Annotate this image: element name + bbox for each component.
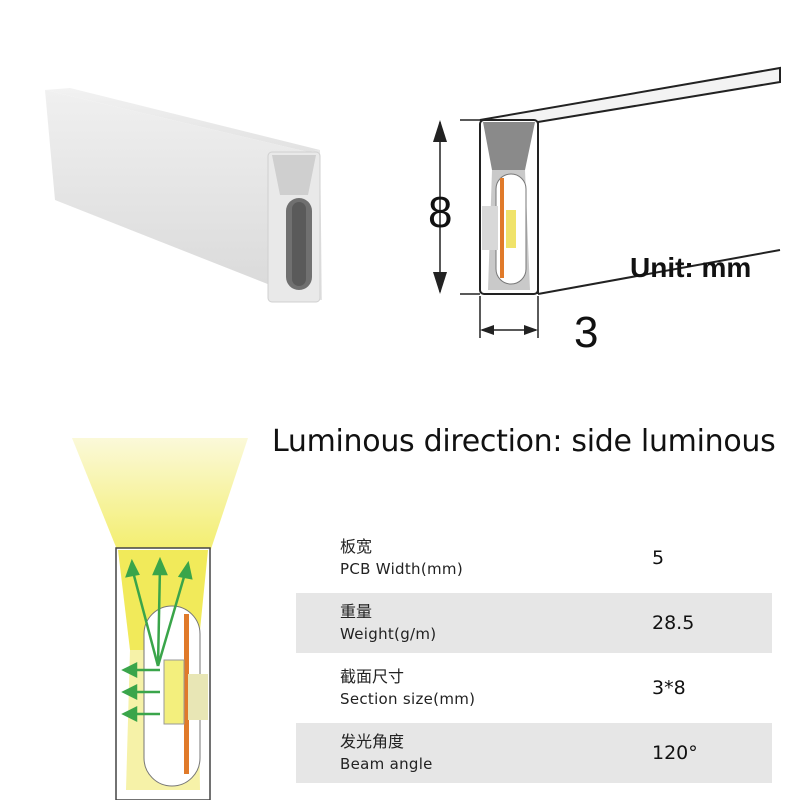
spec-label-cn: 截面尺寸: [340, 667, 405, 686]
width-dimension-label: 3: [574, 308, 599, 357]
luminous-direction-title: Luminous direction: side luminous: [272, 424, 776, 459]
spec-label-en: Weight(g/m): [340, 625, 437, 643]
spec-label-cn: 重量: [340, 602, 373, 621]
spec-label-en: Section size(mm): [340, 690, 476, 708]
spec-row-beam-angle: 发光角度 Beam angle 120°: [296, 723, 772, 783]
spec-value: 5: [652, 547, 665, 569]
spec-label-en: Beam angle: [340, 755, 433, 773]
profile-drawing: [433, 66, 781, 338]
spec-label-cn: 发光角度: [340, 732, 405, 751]
spec-value: 28.5: [652, 612, 695, 634]
spec-value: 120°: [652, 742, 698, 764]
unit-label: Unit: mm: [630, 252, 752, 283]
spec-value: 3*8: [652, 677, 686, 699]
neon-strip-render: [45, 88, 322, 303]
beam-illustration: [72, 438, 248, 800]
spec-row-pcb-width: 板宽 PCB Width(mm) 5: [296, 528, 772, 588]
spec-label-cn: 板宽: [340, 537, 373, 556]
spec-label-en: PCB Width(mm): [340, 560, 463, 578]
spec-row-section-size: 截面尺寸 Section size(mm) 3*8: [296, 658, 772, 718]
spec-table: 板宽 PCB Width(mm) 5 重量 Weight(g/m) 28.5 截…: [296, 528, 772, 788]
spec-row-weight: 重量 Weight(g/m) 28.5: [296, 593, 772, 653]
height-dimension-label: 8: [428, 188, 453, 237]
